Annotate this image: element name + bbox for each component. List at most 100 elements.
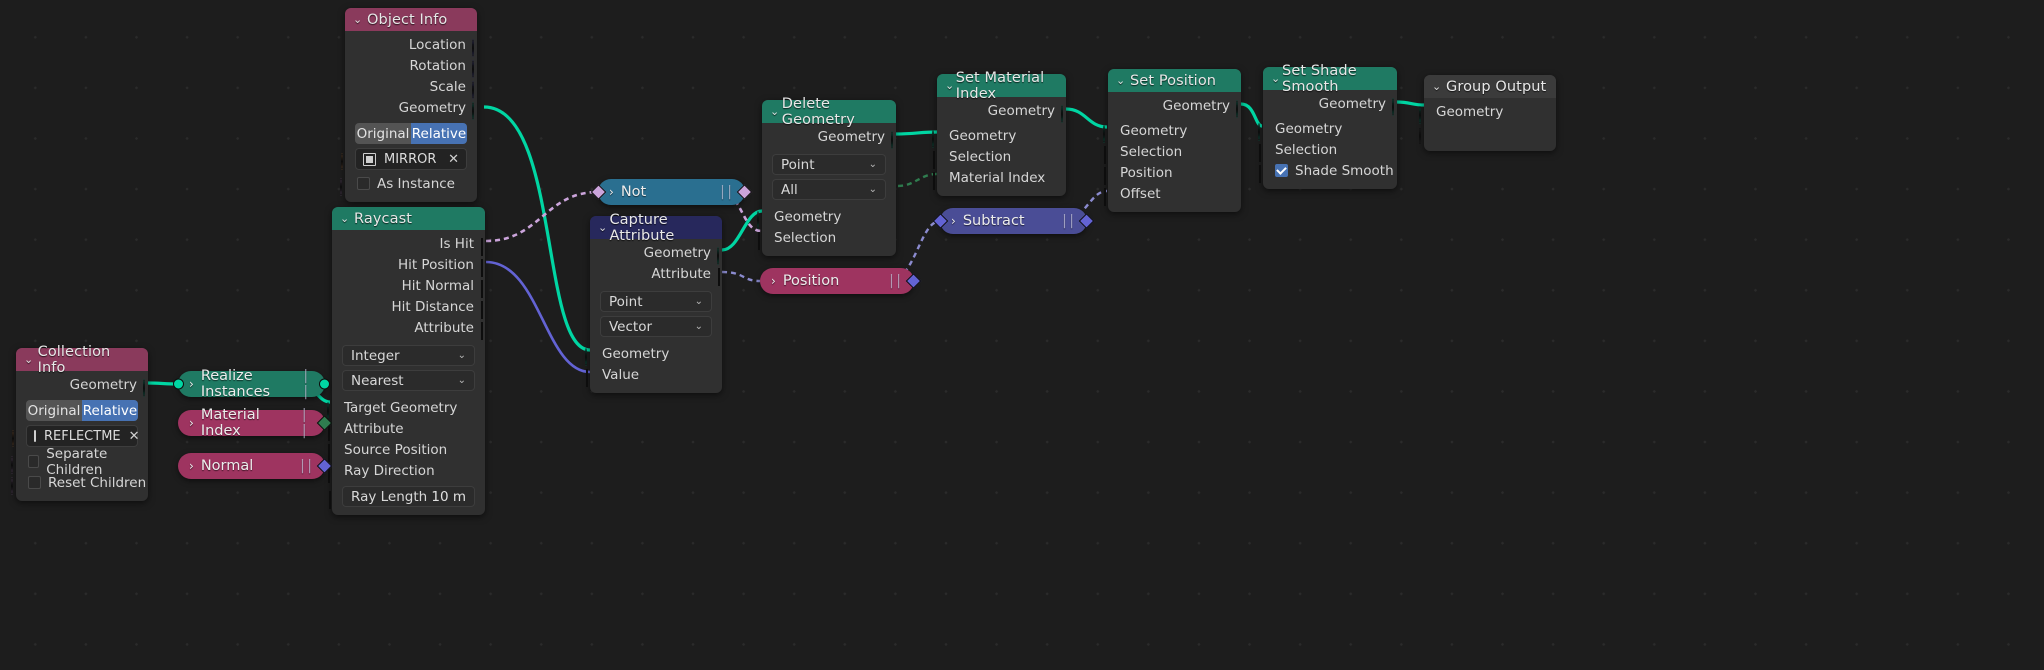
chevron-down-icon[interactable]: ⌄ <box>1432 80 1442 93</box>
node-header-object-info[interactable]: ⌄ Object Info <box>345 8 477 31</box>
socket-boolean[interactable] <box>480 237 490 256</box>
input-selection[interactable]: Selection <box>932 146 1066 169</box>
output-geometry[interactable]: Geometry <box>345 97 477 120</box>
input-source-position[interactable]: Source Position <box>327 439 485 462</box>
data-type-dropdown[interactable]: Vector ⌄ <box>600 316 712 337</box>
mapping-dropdown[interactable]: Nearest ⌄ <box>342 370 475 391</box>
socket-vector[interactable] <box>327 443 337 462</box>
node-subtract[interactable]: › Subtract | | <box>932 208 1095 234</box>
socket-float[interactable] <box>480 300 490 319</box>
separate-children-checkbox[interactable] <box>28 455 40 468</box>
toggle-relative[interactable]: Relative <box>82 400 138 421</box>
node-object-info[interactable]: ⌄ Object Info Location Rotation Scale Ge… <box>340 8 477 202</box>
output-geometry[interactable]: Geometry <box>762 126 896 149</box>
output-is-hit[interactable]: Is Hit <box>332 233 485 256</box>
domain-dropdown[interactable]: Point ⌄ <box>600 291 712 312</box>
node-header-delete-geometry[interactable]: ⌄ Delete Geometry <box>762 96 896 128</box>
input-selection[interactable]: Selection <box>1258 139 1397 162</box>
node-realize-instances[interactable]: › Realize Instances | | <box>173 368 330 400</box>
output-hit-distance[interactable]: Hit Distance <box>332 296 485 319</box>
input-ray-direction[interactable]: Ray Direction <box>327 460 485 483</box>
close-icon[interactable]: ✕ <box>128 428 140 444</box>
socket-vector[interactable] <box>472 59 482 78</box>
mode-dropdown[interactable]: All ⌄ <box>772 179 886 200</box>
node-header-raycast[interactable]: ⌄ Raycast <box>332 207 485 230</box>
chevron-down-icon[interactable]: ⌄ <box>598 221 608 234</box>
close-icon[interactable]: ✕ <box>448 151 459 167</box>
output-location[interactable]: Location <box>345 34 477 57</box>
output-geometry[interactable]: Geometry <box>1108 95 1241 118</box>
socket-boolean[interactable] <box>11 476 21 495</box>
socket-boolean[interactable] <box>11 455 21 474</box>
socket-geometry[interactable] <box>891 130 901 149</box>
socket-geometry[interactable] <box>1103 124 1113 143</box>
socket-geometry[interactable] <box>1061 104 1071 123</box>
output-geometry[interactable]: Geometry <box>16 374 148 397</box>
socket-vector[interactable] <box>472 38 482 57</box>
node-raycast[interactable]: ⌄ Raycast Is Hit Hit Position Hit Normal… <box>327 207 485 515</box>
socket-boolean[interactable] <box>757 231 767 250</box>
separate-children-row[interactable]: Separate Children <box>11 446 148 478</box>
chevron-right-icon[interactable]: › <box>771 274 776 288</box>
node-header-collection-info[interactable]: ⌄ Collection Info <box>16 344 148 376</box>
socket-collection[interactable] <box>12 430 22 447</box>
toggle-relative[interactable]: Relative <box>411 123 467 144</box>
grip-icon[interactable]: | | <box>720 184 732 200</box>
chevron-down-icon[interactable]: ⌄ <box>24 353 34 366</box>
input-target-geometry[interactable]: Target Geometry <box>327 397 485 420</box>
node-delete-geometry[interactable]: ⌄ Delete Geometry Geometry Point ⌄ All ⌄… <box>757 96 896 256</box>
output-geometry[interactable]: Geometry <box>590 242 722 265</box>
as-instance-row[interactable]: As Instance <box>340 173 477 196</box>
node-header-capture-attribute[interactable]: ⌄ Capture Attribute <box>590 212 722 244</box>
input-attribute[interactable]: Attribute <box>327 418 485 441</box>
chevron-down-icon[interactable]: ⌄ <box>353 13 363 26</box>
input-geometry[interactable]: Geometry <box>1103 120 1241 143</box>
socket-vector[interactable] <box>480 279 490 298</box>
chevron-right-icon[interactable]: › <box>951 214 956 228</box>
as-instance-checkbox[interactable] <box>357 177 370 190</box>
output-rotation[interactable]: Rotation <box>345 55 477 78</box>
socket-vector[interactable] <box>717 267 727 286</box>
transform-space-toggle[interactable]: Original Relative <box>355 123 467 144</box>
collection-selector[interactable]: REFLECTME ✕ <box>12 425 140 447</box>
chevron-down-icon[interactable]: ⌄ <box>694 321 703 332</box>
object-selector[interactable]: MIRROR ✕ <box>341 148 467 170</box>
node-header-set-shade-smooth[interactable]: ⌄ Set Shade Smooth <box>1263 63 1397 95</box>
socket-geometry[interactable] <box>585 347 595 366</box>
socket-boolean[interactable] <box>340 177 350 196</box>
chevron-down-icon[interactable]: ⌄ <box>457 350 466 361</box>
chevron-down-icon[interactable]: ⌄ <box>868 184 877 195</box>
input-material-index[interactable]: Material Index <box>932 167 1066 190</box>
toggle-original[interactable]: Original <box>355 123 411 144</box>
socket-empty[interactable] <box>1419 126 1429 145</box>
socket-object[interactable] <box>341 153 351 170</box>
input-geometry[interactable]: Geometry <box>585 343 722 366</box>
shade-smooth-checkbox[interactable] <box>1275 164 1288 177</box>
socket-geometry[interactable] <box>1236 99 1246 118</box>
socket-vector[interactable] <box>585 368 595 387</box>
grip-icon[interactable]: | | <box>301 407 307 439</box>
input-geometry[interactable]: Geometry <box>1419 101 1556 124</box>
node-collection-info[interactable]: ⌄ Collection Info Geometry Original Rela… <box>11 344 148 501</box>
output-scale[interactable]: Scale <box>345 76 477 99</box>
socket-boolean[interactable] <box>1258 143 1268 162</box>
input-selection[interactable]: Selection <box>757 227 896 250</box>
output-geometry[interactable]: Geometry <box>1263 93 1397 116</box>
socket-geometry[interactable] <box>1258 122 1268 141</box>
input-offset[interactable]: Offset <box>1103 183 1241 206</box>
socket-geometry[interactable] <box>932 129 942 148</box>
input-value[interactable]: Value <box>585 364 722 387</box>
node-set-position[interactable]: ⌄ Set Position Geometry Geometry Selecti… <box>1103 69 1241 212</box>
socket-vector[interactable] <box>1103 187 1113 206</box>
node-header-set-material-index[interactable]: ⌄ Set Material Index <box>937 70 1066 102</box>
socket-geometry[interactable] <box>327 401 337 420</box>
grip-icon[interactable]: | | <box>889 273 901 289</box>
input-empty-slot[interactable] <box>1419 122 1556 145</box>
ray-length-field[interactable]: Ray Length 10 m <box>328 486 475 509</box>
node-material-index[interactable]: › Material Index | | <box>178 407 333 439</box>
socket-vector[interactable] <box>480 258 490 277</box>
output-geometry[interactable]: Geometry <box>937 100 1066 123</box>
output-attribute[interactable]: Attribute <box>332 317 485 340</box>
grip-icon[interactable]: | | <box>300 458 312 474</box>
